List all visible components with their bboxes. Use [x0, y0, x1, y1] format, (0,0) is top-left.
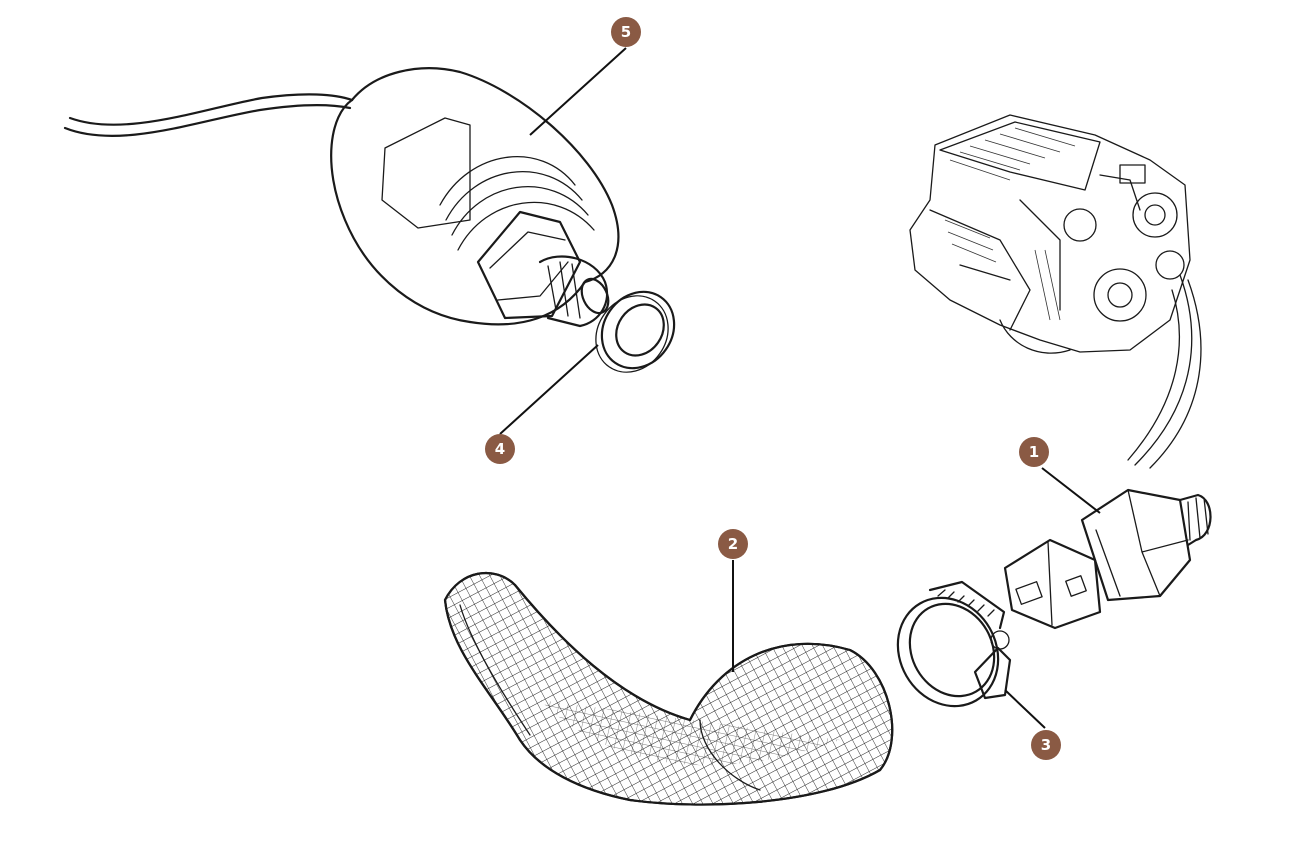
hose — [443, 571, 894, 806]
callout-number-2: 2 — [728, 535, 738, 553]
leader-lines — [499, 47, 1101, 729]
pressure-switch — [63, 67, 620, 328]
leader-line-4 — [499, 344, 599, 435]
sealing-washer — [595, 290, 676, 373]
callout-badge — [485, 434, 515, 464]
callout-4[interactable]: 4 — [485, 434, 515, 464]
callout-badge — [718, 529, 748, 559]
callout-number-4: 4 — [495, 440, 505, 458]
leader-line-1 — [1041, 467, 1101, 514]
callout-badge — [1031, 730, 1061, 760]
callout-number-5: 5 — [621, 23, 631, 41]
callout-5[interactable]: 5 — [611, 17, 641, 47]
callout-badge — [611, 17, 641, 47]
callout-3[interactable]: 3 — [1031, 730, 1061, 760]
sensor — [1003, 488, 1212, 630]
callout-number-3: 3 — [1041, 736, 1051, 754]
callout-1[interactable]: 1 — [1019, 437, 1049, 467]
leader-line-5 — [529, 47, 627, 136]
callout-number-1: 1 — [1029, 443, 1039, 461]
callout-2[interactable]: 2 — [718, 529, 748, 559]
callout-badge — [1019, 437, 1049, 467]
engine-illustration — [909, 114, 1202, 469]
leader-line-3 — [1004, 689, 1046, 729]
hose-clip — [896, 580, 1012, 708]
